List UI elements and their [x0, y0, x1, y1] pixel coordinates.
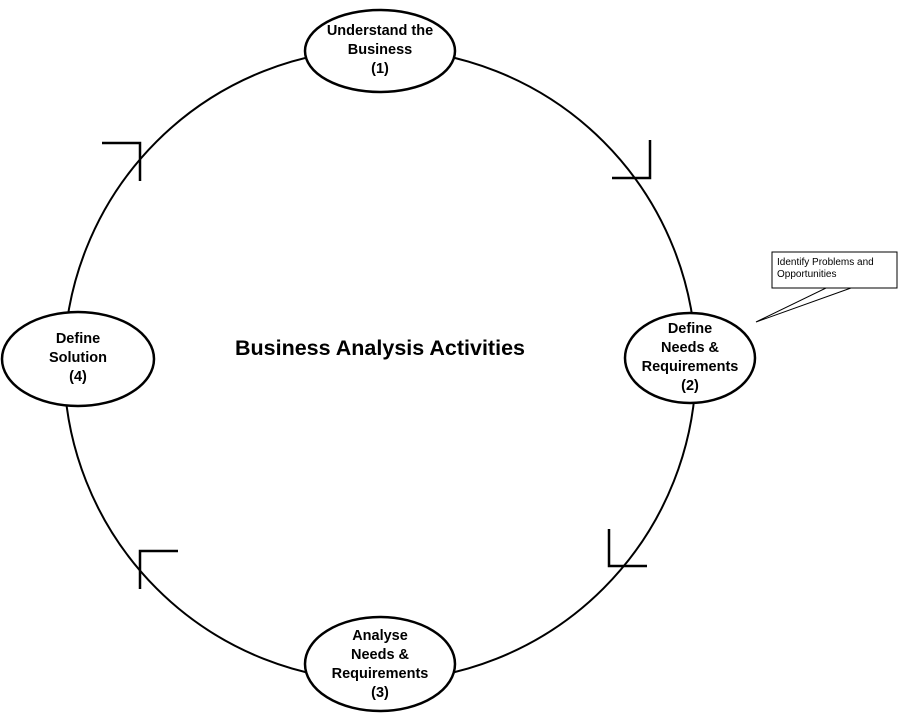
node-understand-business-label-line-3: (1) [371, 61, 389, 77]
node-analyse-needs-label-line-1: Analyse [352, 628, 408, 644]
node-understand-business-label-line-2: Business [348, 42, 412, 58]
callout-text-line-1: Identify Problems and [777, 257, 874, 268]
node-define-solution-label-line-1: Define [56, 331, 100, 347]
node-define-needs-label-line-4: (2) [681, 378, 699, 394]
node-analyse-needs-label-line-4: (3) [371, 685, 389, 701]
arrowhead-3-to-4 [138, 549, 178, 589]
node-analyse-needs-label-line-3: Requirements [332, 666, 429, 682]
node-define-needs: Define Needs & Requirements (2) [623, 311, 757, 405]
node-define-solution-label-line-2: Solution [49, 350, 107, 366]
node-understand-business-label-line-1: Understand the [327, 23, 433, 39]
node-analyse-needs-label-line-2: Needs & [351, 647, 410, 663]
node-understand-business: Understand the Business (1) [303, 8, 457, 94]
node-analyse-needs: Analyse Needs & Requirements (3) [303, 615, 457, 713]
node-understand-business-shape [303, 8, 457, 94]
node-define-solution-shape [0, 310, 156, 408]
callout-text-line-2: Opportunities [777, 269, 836, 280]
callout-box [771, 251, 898, 289]
node-define-needs-label-line-1: Define [668, 321, 712, 337]
node-analyse-needs-shape [303, 615, 457, 713]
node-define-needs-shape [623, 311, 757, 405]
node-define-needs-label-line-3: Requirements [642, 359, 739, 375]
callout-pointer [755, 287, 852, 323]
arrowhead-2-to-3 [607, 529, 647, 568]
node-define-solution: Define Solution (4) [0, 310, 156, 408]
node-define-needs-label-line-2: Needs & [661, 340, 720, 356]
node-define-solution-label-line-3: (4) [69, 369, 87, 385]
diagram-title: Business Analysis Activities [235, 336, 525, 360]
arrowhead-1-to-2 [612, 140, 652, 180]
cycle-ring [63, 48, 697, 682]
arrowhead-4-to-1 [102, 141, 142, 181]
